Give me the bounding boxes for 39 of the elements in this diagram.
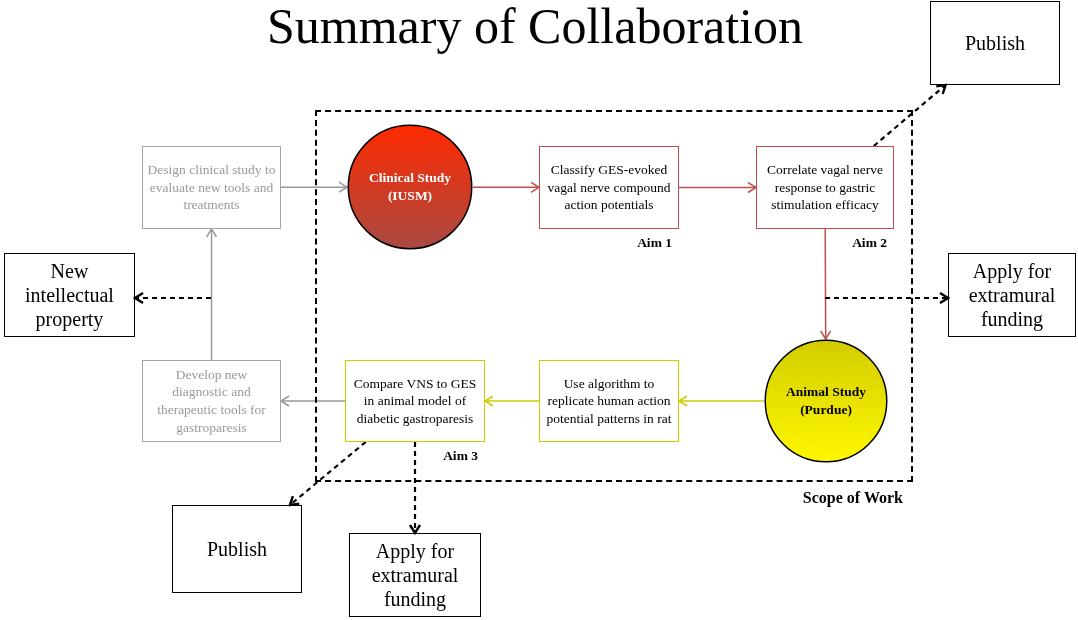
node-text: New intellectual property	[24, 259, 115, 331]
outcome-box	[349, 533, 481, 617]
dashed-arrow	[825, 291, 950, 305]
outcome-box	[930, 1, 1060, 85]
dashed-arrow	[873, 83, 947, 147]
aim-label: Aim 3	[443, 447, 478, 465]
arrow	[678, 181, 757, 194]
process-box	[142, 360, 281, 442]
arrow	[678, 395, 765, 407]
node-text: Classify GES-evoked vagal nerve compound action potentials	[546, 161, 672, 214]
aim-label: Aim 2	[852, 234, 887, 252]
node-text: Animal Study (Purdue)	[785, 383, 867, 419]
process-box	[539, 360, 679, 442]
dashed-arrow	[133, 291, 211, 305]
node-text: Clinical Study (IUSM)	[367, 169, 453, 205]
node-text: Publish	[207, 537, 267, 561]
boundary-label: Scope of Work	[802, 488, 903, 509]
arrow	[819, 228, 832, 340]
node-text: Apply for extramural funding	[967, 259, 1057, 331]
arrow	[280, 395, 346, 407]
process-box	[142, 146, 281, 229]
aim-label: Aim 1	[637, 234, 672, 252]
arrow	[205, 228, 218, 361]
node-text: Correlate vagal nerve response to gastric stimulation efficacy	[765, 161, 885, 214]
dashed-arrow	[408, 442, 422, 535]
dashed-arrow	[288, 441, 367, 507]
node-text: Use algorithm to replicate human action potential patterns in rat	[545, 374, 673, 428]
arrow	[472, 181, 540, 194]
node-text: Compare VNS to GES in animal model of diabetic gastroparesis	[352, 374, 478, 428]
node-text: Develop new diagnostic and therapeutic tools for gastroparesis	[156, 365, 267, 437]
outcome-box	[172, 505, 302, 593]
outcome-box	[948, 253, 1076, 337]
outcome-box	[4, 253, 135, 337]
node-text: Apply for extramural funding	[370, 539, 460, 611]
node-text: Publish	[965, 31, 1025, 55]
arrow	[280, 181, 348, 193]
node-text: Design clinical study to evaluate new tools and treatments	[147, 161, 276, 214]
title: Summary of Collaboration	[265, 0, 804, 56]
arrow	[484, 395, 540, 407]
